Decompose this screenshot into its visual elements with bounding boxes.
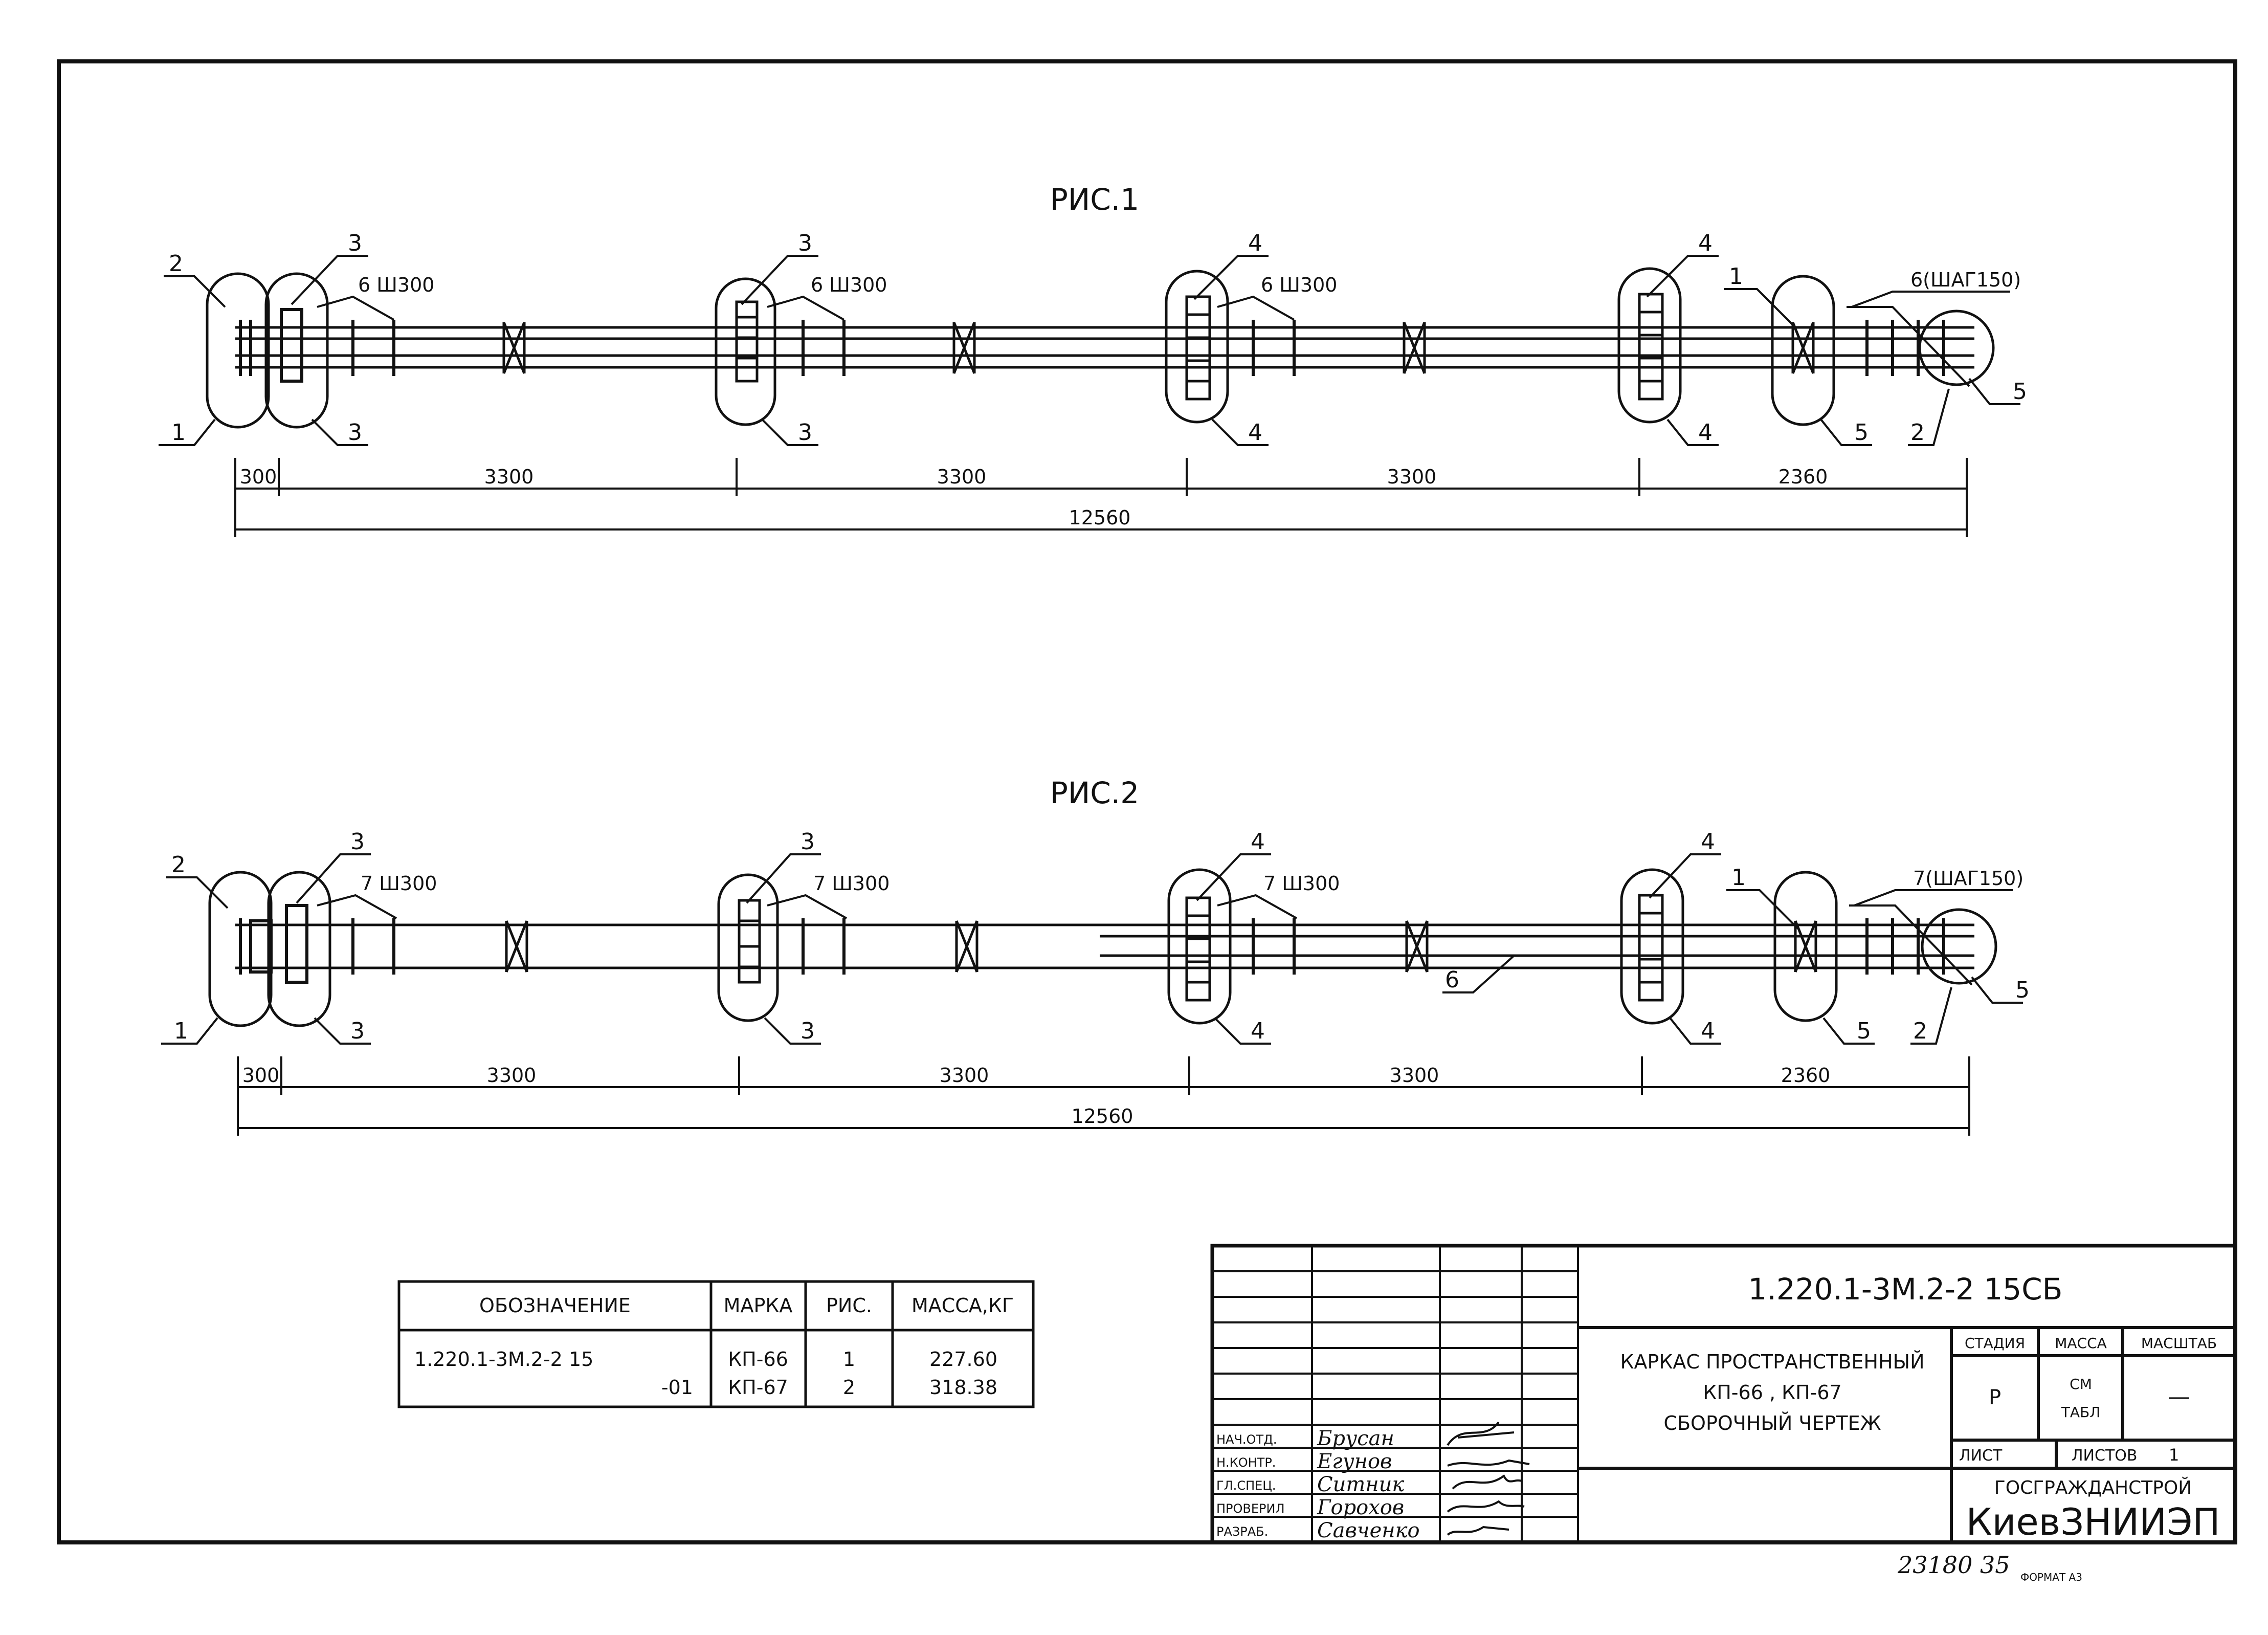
spacing-label: 7 Ш300 [813,872,890,895]
figure-2-title: РИС.2 [1050,776,1139,810]
dimension-label: 3300 [1390,1064,1439,1087]
mass-label: МАССА [2055,1335,2107,1352]
callout-mark: 1 [1731,865,1746,891]
spec-row1-designation: 1.220.1-3М.2-2 15 [414,1348,593,1371]
scale-value: — [2168,1384,2190,1410]
spacing-label: 6(ШАГ150) [1910,269,2021,291]
callout-mark: 3 [350,1018,365,1044]
spec-header-designation: ОБОЗНАЧЕНИЕ [479,1294,631,1317]
document-name-line-2: КП-66 , КП-67 [1703,1381,1841,1404]
callout-mark: 4 [1698,230,1713,256]
callout-mark: 1 [171,419,186,446]
callout-mark: 3 [348,419,362,446]
role-label: Н.КОНТР. [1216,1455,1276,1470]
inventory-number: 23180 35 [1897,1551,2010,1579]
spacing-label: 7 Ш300 [361,872,437,895]
spec-row1-mass: 227.60 [929,1348,997,1371]
mass-value-line-1: СМ [2070,1376,2092,1393]
callout-mark: 1 [1729,263,1743,290]
sheets-value: 1 [2169,1445,2179,1465]
figure-2: РИС.2 [161,776,2030,1136]
callout-mark: 4 [1251,1018,1265,1044]
drawing-frame [57,59,2237,1544]
role-label: ПРОВЕРИЛ [1216,1501,1285,1516]
spec-row1-marka: КП-66 [728,1348,788,1371]
spec-header-marka: МАРКА [724,1294,793,1317]
callout-mark: 5 [1857,1018,1871,1044]
title-block [1210,1244,2237,1544]
sheet-label: ЛИСТ [1959,1447,2003,1465]
callout-mark: 6 [1445,967,1459,993]
spec-row2-mass: 318.38 [929,1376,997,1399]
callout-mark: 4 [1701,829,1715,855]
total-length-label: 12560 [1069,506,1131,529]
document-code: 1.220.1-3М.2-2 15СБ [1748,1272,2063,1307]
dimension-label: 3300 [940,1064,989,1087]
role-label: РАЗРАБ. [1216,1524,1268,1539]
figure-1-title: РИС.1 [1050,182,1139,217]
dimension-label: 3300 [484,466,534,488]
dimension-label: 2360 [1778,466,1828,488]
dimension-label: 3300 [937,466,987,488]
spec-table [397,1280,1035,1408]
spacing-label: 7 Ш300 [1263,872,1340,895]
callout-mark: 3 [801,829,815,855]
document-name-line-3: СБОРОЧНЫЙ ЧЕРТЕЖ [1663,1412,1881,1434]
scale-label: МАСШТАБ [2141,1335,2217,1352]
spacing-label: 6 Ш300 [811,274,887,296]
spec-row1-ris: 1 [843,1348,855,1371]
spacing-label: 7(ШАГ150) [1913,867,2024,890]
callout-mark: 3 [798,419,812,446]
callout-mark: 3 [348,230,362,256]
spec-header-ris: РИС. [826,1294,872,1317]
role-label: НАЧ.ОТД. [1216,1432,1277,1447]
spec-header-mass: МАССА,КГ [911,1294,1014,1317]
callout-mark: 4 [1698,419,1713,446]
sheet-format: ФОРМАТ А3 [2020,1571,2082,1583]
spec-row2-ris: 2 [843,1376,855,1399]
callout-mark: 1 [174,1018,188,1044]
person-name: Брусан [1317,1427,1394,1450]
document-name-line-1: КАРКАС ПРОСТРАНСТВЕННЫЙ [1620,1351,1924,1373]
sheets-label: ЛИСТОВ [2072,1447,2137,1465]
dimension-label: 3300 [487,1064,537,1087]
mass-value-line-2: ТАБЛ [2061,1404,2101,1421]
person-name: Савченко [1317,1519,1420,1542]
figure-1: РИС.1 [159,182,2027,537]
spacing-label: 6 Ш300 [358,274,434,296]
person-name: Егунов [1317,1450,1392,1473]
callout-mark: 5 [2015,977,2030,1003]
dimension-label: 300 [240,466,277,488]
stage-label: СТАДИЯ [1965,1335,2025,1352]
dimension-label: 3300 [1387,466,1437,488]
callout-mark: 2 [1910,419,1925,446]
spec-row2-marka: КП-67 [728,1376,788,1399]
dimension-label: 300 [242,1064,280,1087]
spacing-label: 6 Ш300 [1261,274,1337,296]
callout-mark: 3 [801,1018,815,1044]
stage-value: Р [1989,1386,2001,1409]
person-name: Ситник [1317,1473,1404,1496]
organization-line-1: ГОСГРАЖДАНСТРОЙ [1994,1477,2192,1498]
callout-mark: 4 [1248,230,1262,256]
callout-mark: 3 [350,829,365,855]
callout-mark: 2 [171,852,186,878]
callout-mark: 4 [1251,829,1265,855]
callout-mark: 4 [1248,419,1262,446]
callout-mark: 2 [1913,1018,1927,1044]
dimension-label: 2360 [1781,1064,1831,1087]
callout-mark: 4 [1701,1018,1715,1044]
organization-line-2: КиевЗНИИЭП [1966,1500,2220,1543]
callout-mark: 2 [169,251,183,277]
person-name: Горохов [1317,1496,1404,1519]
callout-mark: 3 [798,230,812,256]
callout-mark: 5 [2013,379,2027,405]
role-label: ГЛ.СПЕЦ. [1216,1478,1276,1493]
spec-row2-designation: -01 [661,1376,693,1399]
total-length-label: 12560 [1072,1105,1133,1128]
callout-mark: 5 [1854,419,1869,446]
